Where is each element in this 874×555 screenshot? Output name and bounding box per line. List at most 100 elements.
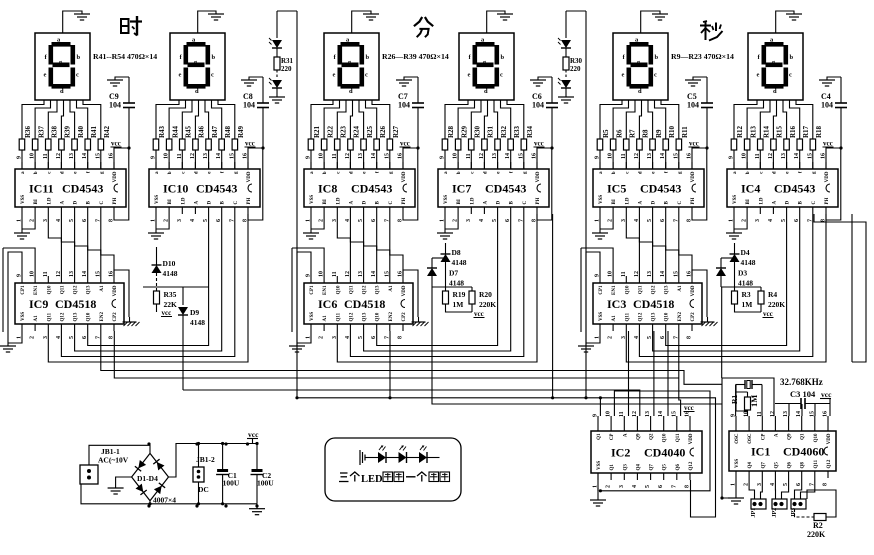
svg-text:Q10: Q10 [625, 285, 630, 294]
svg-text:220K: 220K [807, 530, 826, 539]
svg-text:4: 4 [345, 219, 351, 222]
svg-text:BI: BI [168, 199, 173, 204]
svg-text:VDD: VDD [402, 285, 407, 296]
svg-text:8: 8 [532, 219, 538, 222]
svg-text:Q1: Q1 [597, 433, 602, 440]
svg-text:Q13: Q13 [665, 285, 670, 294]
svg-text:4: 4 [190, 219, 196, 222]
svg-text:1: 1 [731, 483, 737, 486]
svg-text:14: 14 [660, 271, 666, 277]
svg-text:6: 6 [216, 219, 222, 222]
svg-text:15: 15 [673, 271, 679, 277]
svg-text:16: 16 [243, 153, 249, 159]
svg-text:14: 14 [82, 153, 88, 159]
svg-text:R9: R9 [655, 129, 663, 138]
svg-text:D4: D4 [741, 248, 750, 257]
svg-text:5: 5 [358, 219, 364, 222]
svg-text:11: 11 [43, 153, 49, 159]
svg-text:Q5: Q5 [663, 464, 668, 471]
svg-text:1: 1 [306, 336, 312, 339]
svg-text:VSS: VSS [733, 195, 738, 204]
svg-text:R29: R29 [460, 125, 468, 138]
svg-text:d: d [638, 171, 643, 174]
svg-text:e: e [74, 171, 79, 174]
svg-text:5: 5 [781, 219, 787, 222]
svg-text:c: c [759, 171, 764, 174]
svg-text:9: 9 [595, 156, 601, 159]
svg-text:R30: R30 [474, 125, 482, 138]
svg-text:9: 9 [731, 414, 737, 417]
svg-text:CD4060: CD4060 [783, 445, 824, 459]
svg-text:R45: R45 [185, 125, 193, 138]
svg-text:a: a [770, 37, 774, 44]
svg-text:Q11: Q11 [349, 285, 354, 294]
svg-text:1M: 1M [749, 395, 759, 407]
svg-text:VDD: VDD [113, 171, 118, 182]
svg-text:Q11: Q11 [625, 312, 630, 321]
svg-text:R6: R6 [615, 129, 623, 138]
svg-text:D: D [786, 201, 791, 205]
svg-text:c: c [625, 171, 630, 174]
svg-text:b: b [323, 171, 328, 174]
svg-text:B: B [510, 201, 515, 205]
svg-text:3: 3 [757, 483, 763, 486]
svg-text:4: 4 [770, 483, 776, 486]
svg-text:R22: R22 [326, 125, 334, 138]
svg-text:vcc: vcc [400, 140, 410, 148]
svg-text:6: 6 [371, 219, 377, 222]
svg-text:13: 13 [492, 153, 498, 159]
svg-text:VDD: VDD [536, 171, 541, 182]
svg-text:D: D [497, 201, 502, 205]
svg-text:3: 3 [466, 219, 472, 222]
svg-text:1: 1 [593, 485, 599, 488]
svg-text:3: 3 [43, 336, 49, 339]
svg-text:CD4518: CD4518 [55, 297, 96, 311]
svg-text:9: 9 [17, 156, 23, 159]
svg-text:R21: R21 [313, 125, 321, 138]
svg-text:6: 6 [658, 485, 664, 488]
svg-text:R43: R43 [158, 125, 166, 138]
svg-text:104: 104 [532, 101, 544, 110]
svg-text:R37: R37 [37, 125, 45, 138]
svg-text:3: 3 [332, 336, 338, 339]
svg-text:IC8: IC8 [318, 182, 337, 196]
svg-text:d: d [483, 171, 488, 174]
svg-text:C: C [234, 201, 239, 205]
svg-text:f: f [376, 171, 381, 173]
svg-text:15: 15 [518, 153, 524, 159]
svg-text:2: 2 [608, 336, 614, 339]
svg-text:Q13: Q13 [74, 312, 79, 321]
svg-text:e: e [44, 72, 47, 79]
svg-text:13: 13 [69, 153, 75, 159]
svg-text:PH: PH [825, 197, 830, 204]
svg-text:D: D [363, 201, 368, 205]
svg-text:R9—R23 470Ω×14: R9—R23 470Ω×14 [671, 52, 734, 61]
svg-text:15: 15 [671, 411, 677, 417]
svg-text:C: C [389, 201, 394, 205]
svg-text:5: 5 [645, 485, 651, 488]
svg-text:g: g [523, 171, 528, 174]
svg-text:7: 7 [671, 485, 677, 488]
svg-text:10: 10 [30, 271, 36, 277]
svg-text:EN2: EN2 [100, 312, 105, 322]
svg-text:f: f [623, 54, 626, 61]
svg-text:R47: R47 [211, 125, 219, 138]
svg-text:VDD: VDD [402, 171, 407, 182]
svg-text:EN1: EN1 [323, 285, 328, 295]
svg-text:4148: 4148 [190, 318, 205, 327]
svg-text:12: 12 [770, 411, 776, 417]
svg-text:IC1: IC1 [751, 445, 770, 459]
svg-text:12: 12 [768, 153, 774, 159]
svg-text:Q12: Q12 [827, 459, 832, 468]
svg-text:1M: 1M [453, 300, 464, 309]
svg-text:PH: PH [536, 197, 541, 204]
svg-text:4007×4: 4007×4 [153, 496, 176, 505]
svg-text:3: 3 [755, 219, 761, 222]
svg-text:CP: CP [761, 434, 766, 441]
svg-text:Q1: Q1 [610, 464, 615, 471]
svg-text:R3: R3 [742, 290, 751, 299]
svg-text:e: e [333, 72, 336, 79]
svg-text:13: 13 [645, 411, 651, 417]
svg-text:IC9: IC9 [29, 297, 48, 311]
svg-text:vcc: vcc [689, 140, 699, 148]
